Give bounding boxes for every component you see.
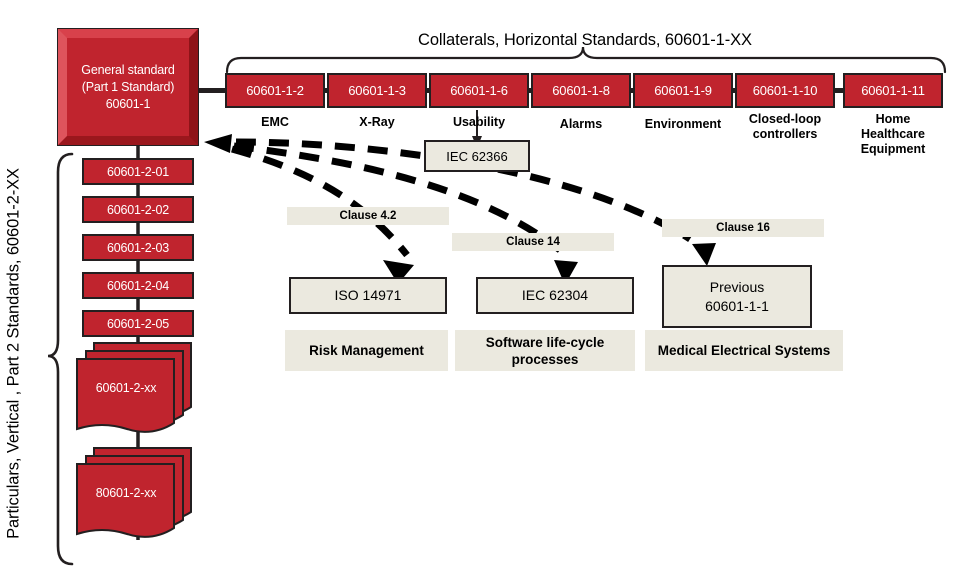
referenced-standard-code-0: ISO 14971 (334, 287, 402, 303)
particulars-brace (47, 152, 74, 566)
horizontal-standard-chip-5[interactable]: 60601-1-10 (735, 73, 835, 108)
referenced-standard-caption-2: Medical Electrical Systems (645, 330, 843, 371)
horizontal-standard-topic-1: X-Ray (359, 115, 395, 129)
horizontal-standard-code-2: 60601-1-6 (450, 83, 508, 98)
referenced-standard-code-1: IEC 62304 (521, 287, 589, 303)
particular-standard-stack-1[interactable]: 80601-2-xx (74, 446, 194, 541)
referenced-standard-caption-1: Software life-cycle processes (455, 330, 635, 371)
dashed-arrow-head-main (204, 134, 232, 153)
horizontal-standard-chip-3[interactable]: 60601-1-8 (531, 73, 631, 108)
particular-standard-code-0: 60601-2-01 (107, 164, 169, 179)
clause-band-1: Clause 14 (452, 233, 614, 251)
particular-standard-code-1: 60601-2-02 (107, 202, 169, 217)
horizontal-standard-chip-4[interactable]: 60601-1-9 (633, 73, 733, 108)
horizontal-standard-chip-2[interactable]: 60601-1-6 (429, 73, 529, 108)
referenced-standard-code-2: Previous (709, 278, 765, 295)
horizontal-standard-code-0: 60601-1-2 (246, 83, 304, 98)
collaterals-brace (225, 46, 947, 74)
particular-standard-chip-3[interactable]: 60601-2-04 (82, 272, 194, 299)
referenced-standard-code2-2: 60601-1-1 (705, 297, 769, 314)
particular-standard-code-2: 60601-2-03 (107, 240, 169, 255)
arrow-head-previous (692, 243, 716, 266)
dashed-curve-iso14971 (231, 145, 410, 258)
stack-shape-1-icon (76, 447, 192, 538)
particular-standard-chip-0[interactable]: 60601-2-01 (82, 158, 194, 185)
general-standard-line3: 60601-1 (105, 96, 151, 111)
horizontal-standard-chip-6[interactable]: 60601-1-11 (843, 73, 943, 108)
horizontal-standard-topic-2: Usability (452, 115, 506, 129)
horizontal-standard-topic-4: Environment (644, 117, 722, 131)
arrow-head-iec62304 (554, 260, 578, 285)
usability-standard-box[interactable]: IEC 62366 (424, 140, 530, 172)
usability-standard-code: IEC 62366 (446, 148, 508, 164)
horizontal-standard-code-1: 60601-1-3 (348, 83, 406, 98)
clause-band-0: Clause 4.2 (287, 207, 449, 225)
general-standard-line2: (Part 1 Standard) (81, 79, 175, 94)
referenced-standard-box-2[interactable]: Previous 60601-1-1 (662, 265, 812, 328)
particular-standard-stack-0[interactable]: 60601-2-xx (74, 341, 194, 436)
referenced-standard-box-1[interactable]: IEC 62304 (476, 277, 634, 314)
stack-shape-0-icon (76, 342, 192, 433)
general-standard-line1: General standard (81, 62, 175, 77)
arrow-head-iso14971 (383, 260, 414, 284)
horizontal-standard-chip-0[interactable]: 60601-1-2 (225, 73, 325, 108)
referenced-standard-box-0[interactable]: ISO 14971 (289, 277, 447, 314)
particular-standard-code-3: 60601-2-04 (107, 278, 169, 293)
collaterals-title: Collaterals, Horizontal Standards, 60601… (418, 31, 752, 49)
particular-standard-chip-2[interactable]: 60601-2-03 (82, 234, 194, 261)
clause-band-2: Clause 16 (662, 219, 824, 237)
horizontal-standard-topic-6: Home Healthcare Equipment (860, 112, 926, 156)
horizontal-standard-code-4: 60601-1-9 (654, 83, 712, 98)
dashed-curve-iec62304 (233, 142, 563, 253)
horizontal-standard-topic-0: EMC (261, 115, 289, 129)
horizontal-standard-chip-1[interactable]: 60601-1-3 (327, 73, 427, 108)
horizontal-standard-code-3: 60601-1-8 (552, 83, 610, 98)
particular-standard-chip-1[interactable]: 60601-2-02 (82, 196, 194, 223)
referenced-standard-caption-0: Risk Management (285, 330, 448, 371)
particular-standard-code-4: 60601-2-05 (107, 316, 169, 331)
general-standard-box[interactable]: General standard (Part 1 Standard) 60601… (57, 28, 199, 146)
horizontal-standard-code-5: 60601-1-10 (752, 83, 818, 98)
particulars-title: Particulars, Vertical , Part 2 Standards… (4, 168, 23, 539)
horizontal-standard-topic-3: Alarms (559, 117, 603, 131)
particular-standard-chip-4[interactable]: 60601-2-05 (82, 310, 194, 337)
horizontal-standard-topic-5: Closed-loop controllers (748, 112, 822, 141)
horizontal-standard-code-6: 60601-1-11 (861, 83, 925, 98)
